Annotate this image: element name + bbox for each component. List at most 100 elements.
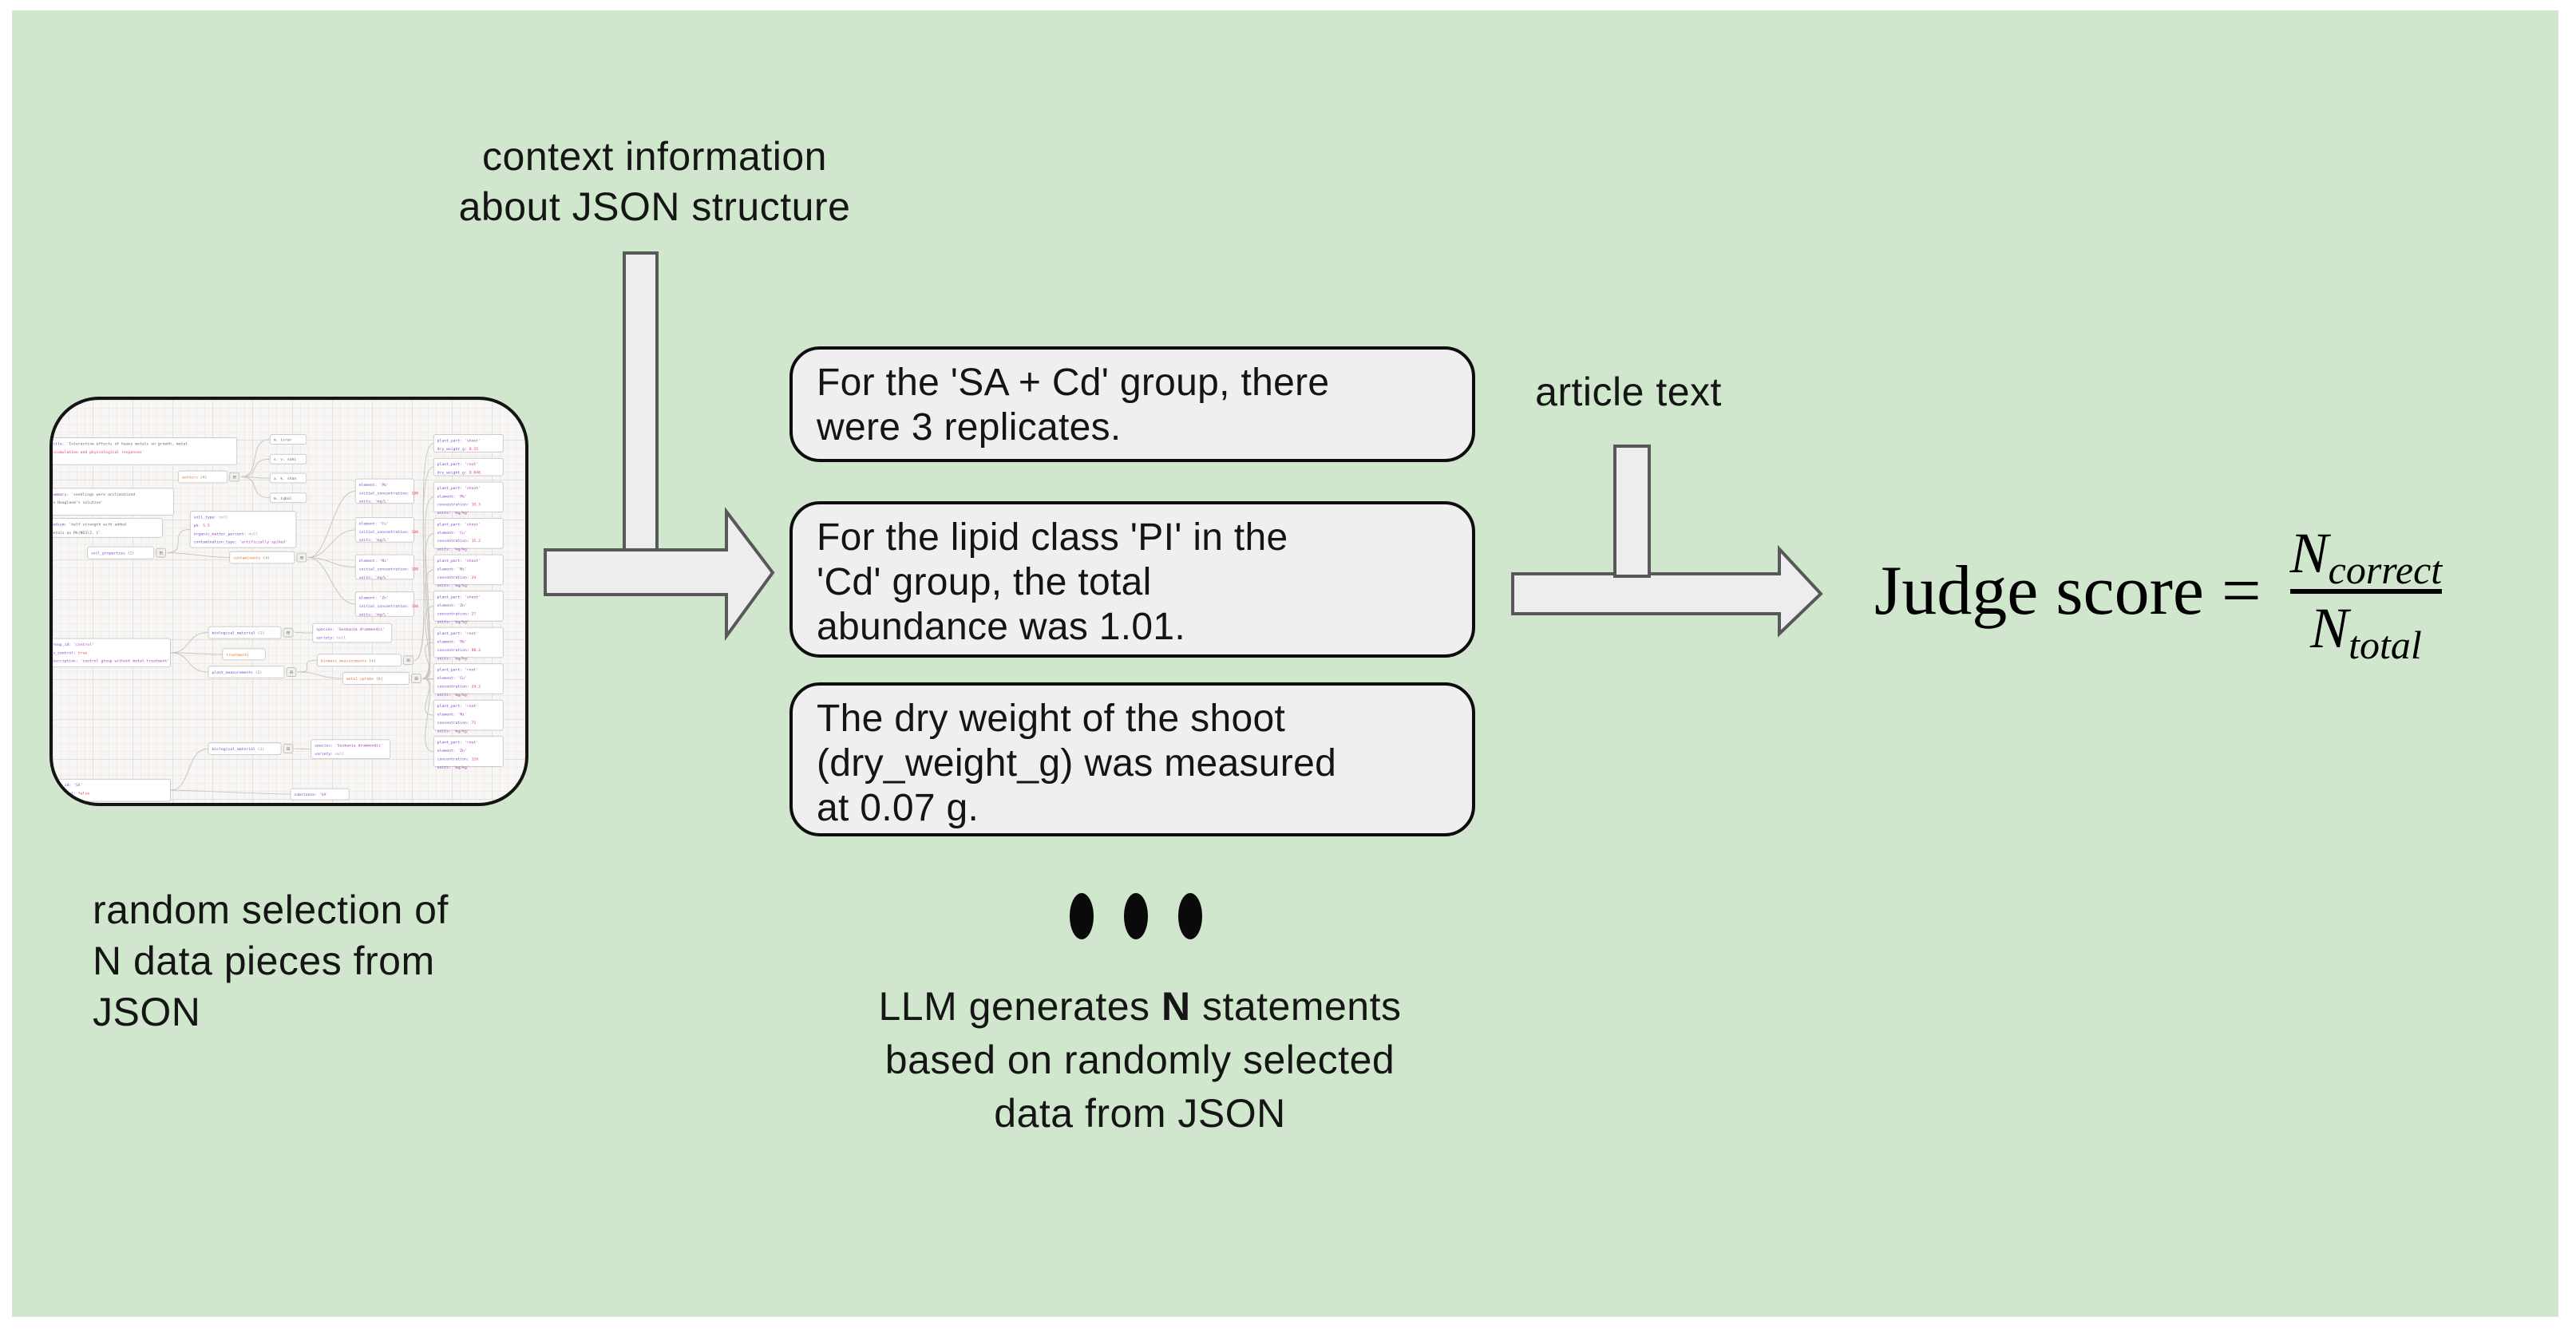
article-text-label: article text [1535, 370, 1722, 414]
svg-text:plant_part: 'shoot': plant_part: 'shoot' [437, 595, 481, 600]
llm-caption-line3: data from JSON [994, 1091, 1286, 1136]
fraction-bar [2289, 589, 2443, 594]
svg-text:concentration: 116: concentration: 116 [437, 757, 479, 762]
arrow-vertical-bar [1613, 445, 1651, 578]
arrow-horizontal-shaft [1511, 544, 1823, 638]
svg-text:concentration: 71: concentration: 71 [437, 721, 477, 725]
svg-text:species: 'Sesbania drummondii': species: 'Sesbania drummondii' [316, 627, 385, 632]
svg-text:⊞: ⊞ [287, 630, 291, 636]
svg-text:initial_concentration: 100: initial_concentration: 100 [359, 567, 419, 571]
svg-text:plant_part: 'shoot': plant_part: 'shoot' [437, 559, 481, 563]
formula-lhs: Judge score = [1874, 551, 2261, 630]
svg-text:element: 'Pb': element: 'Pb' [359, 483, 389, 488]
llm-caption: LLM generates N statements based on rand… [861, 980, 1419, 1140]
svg-text:authors [4]: authors [4] [182, 476, 207, 480]
json-structure-thumbnail: title: 'Interactive effects of heavy met… [49, 397, 528, 806]
svg-text:units: 'mg/kg': units: 'mg/kg' [437, 620, 469, 625]
svg-text:concentration: 24: concentration: 24 [437, 575, 477, 580]
svg-text:units: 'mg/kg': units: 'mg/kg' [437, 765, 469, 770]
svg-text:units: 'mg/kg': units: 'mg/kg' [437, 583, 469, 588]
svg-text:⊞: ⊞ [287, 746, 291, 753]
svg-text:element: 'Ni': element: 'Ni' [437, 567, 467, 571]
svg-text:variety: null: variety: null [315, 752, 344, 757]
svg-text:dry_weight_g: 0.15: dry_weight_g: 0.15 [437, 447, 479, 452]
svg-text:units: 'mg/L': units: 'mg/L' [359, 538, 389, 543]
svg-text:units: 'mg/kg': units: 'mg/kg' [437, 511, 469, 516]
svg-text:units: 'mg/kg': units: 'mg/kg' [437, 729, 469, 733]
judge-score-formula: Judge score = Ncorrect Ntotal [1874, 491, 2443, 690]
svg-text:plant_measurements (2): plant_measurements (2) [212, 670, 262, 675]
svg-text:element: 'Cu': element: 'Cu' [359, 521, 389, 526]
svg-text:accumulation and physiological: accumulation and physiological responses… [53, 450, 144, 455]
svg-text:units: 'mg/L': units: 'mg/L' [359, 612, 389, 617]
formula-fraction: Ncorrect Ntotal [2289, 521, 2443, 667]
llm-caption-line1: LLM generates N statements [878, 984, 1402, 1029]
random-selection-caption: random selection of N data pieces from J… [93, 887, 449, 1034]
svg-text:element: 'Pb': element: 'Pb' [437, 639, 467, 644]
svg-text:plant_part: 'root': plant_part: 'root' [437, 631, 479, 636]
ellipsis-dot [1070, 893, 1094, 939]
svg-text:soil_type: null: soil_type: null [194, 516, 228, 520]
svg-text:units: 'mg/kg': units: 'mg/kg' [437, 656, 469, 661]
svg-text:biomass_measurements [4]: biomass_measurements [4] [321, 658, 376, 663]
svg-text:concentration: 15.2: concentration: 15.2 [437, 539, 481, 544]
svg-text:ph: 5.5: ph: 5.5 [194, 524, 210, 528]
svg-text:m. israr: m. israr [274, 437, 292, 442]
svg-text:initial_concentration: 100: initial_concentration: 100 [359, 491, 419, 496]
statement-box: For the lipid class 'PI' in the 'Cd' gro… [789, 501, 1475, 658]
svg-text:⊞: ⊞ [414, 675, 418, 682]
svg-text:biological_material (1): biological_material (1) [212, 747, 264, 752]
svg-text:concentration: 27: concentration: 27 [437, 611, 477, 616]
svg-text:m. iqbal: m. iqbal [274, 496, 292, 501]
svg-text:⊞: ⊞ [300, 555, 304, 561]
diagram-background: context information about JSON structure… [12, 10, 2558, 1317]
svg-text:units: 'mg/L': units: 'mg/L' [359, 575, 389, 580]
svg-text:is_control: false: is_control: false [53, 792, 89, 796]
merge-right-arrow-icon [1511, 445, 1823, 638]
svg-text:⊞: ⊞ [406, 658, 410, 664]
svg-text:units: 'mg/kg': units: 'mg/kg' [437, 547, 469, 552]
svg-text:contaminants [4]: contaminants [4] [233, 556, 270, 561]
svg-text:title: 'Interactive effects of: title: 'Interactive effects of heavy met… [53, 441, 188, 446]
svg-text:biological_material (1): biological_material (1) [212, 631, 264, 636]
svg-text:a. k. shan: a. k. shan [274, 476, 297, 481]
svg-text:plant_part: 'root': plant_part: 'root' [437, 462, 479, 467]
svg-text:element: 'Zn': element: 'Zn' [437, 603, 467, 608]
svg-text:initial_concentration: 100: initial_concentration: 100 [359, 604, 419, 609]
svg-text:plant_part: 'shoot': plant_part: 'shoot' [437, 522, 481, 527]
svg-text:dry_weight_g: 0.048: dry_weight_g: 0.048 [437, 471, 481, 476]
svg-text:plant_part: 'root': plant_part: 'root' [437, 704, 479, 709]
json-graph: title: 'Interactive effects of heavy met… [53, 434, 504, 802]
svg-text:plant_part: 'shoot': plant_part: 'shoot' [437, 438, 481, 443]
svg-text:⊞: ⊞ [233, 474, 237, 480]
svg-text:plant_part: 'shoot': plant_part: 'shoot' [437, 486, 481, 491]
svg-text:group_id: 'control': group_id: 'control' [53, 642, 94, 647]
svg-text:element: 'Cu': element: 'Cu' [437, 531, 467, 536]
svg-text:metals as Pb(NO3)2, C': metals as Pb(NO3)2, C' [53, 531, 101, 536]
svg-text:summary: 'seedlings were accli: summary: 'seedlings were acclimatized [53, 492, 135, 497]
statement-box: The dry weight of the shoot (dry_weight_… [789, 682, 1475, 836]
svg-text:in Hoagland's solution': in Hoagland's solution' [53, 500, 103, 505]
svg-text:substance: 'SA': substance: 'SA' [294, 793, 328, 797]
svg-text:species: 'Sesbania drummondii': species: 'Sesbania drummondii' [315, 744, 383, 749]
arrow-horizontal-shaft [544, 507, 775, 642]
svg-text:element: 'Zn': element: 'Zn' [437, 749, 467, 753]
svg-text:group_id: 'SA': group_id: 'SA' [53, 783, 83, 788]
llm-caption-line2: based on randomly selected [884, 1038, 1395, 1082]
svg-text:units: 'mg/kg': units: 'mg/kg' [437, 693, 469, 698]
svg-text:organic_matter_percent: null: organic_matter_percent: null [194, 532, 258, 536]
svg-text:plant_part: 'root': plant_part: 'root' [437, 741, 479, 745]
svg-text:units: 'mg/L': units: 'mg/L' [359, 500, 389, 504]
svg-text:element: 'Pb': element: 'Pb' [437, 494, 467, 499]
context-info-label: context information about JSON structure [458, 134, 851, 229]
down-right-arrow-icon [544, 251, 775, 642]
svg-text:concentration: 19.3: concentration: 19.3 [437, 503, 481, 508]
svg-text:concentration: 24.3: concentration: 24.3 [437, 684, 481, 689]
formula-denominator: Ntotal [2310, 596, 2422, 667]
svg-text:is_control: true: is_control: true [53, 650, 87, 655]
svg-text:⊞: ⊞ [290, 669, 294, 675]
svg-text:variety: null: variety: null [316, 636, 346, 641]
svg-text:description: 'control group wi: description: 'control group without meta… [53, 659, 169, 664]
svg-text:plant_part: 'root': plant_part: 'root' [437, 668, 479, 673]
svg-text:treatments: treatments [226, 653, 249, 658]
